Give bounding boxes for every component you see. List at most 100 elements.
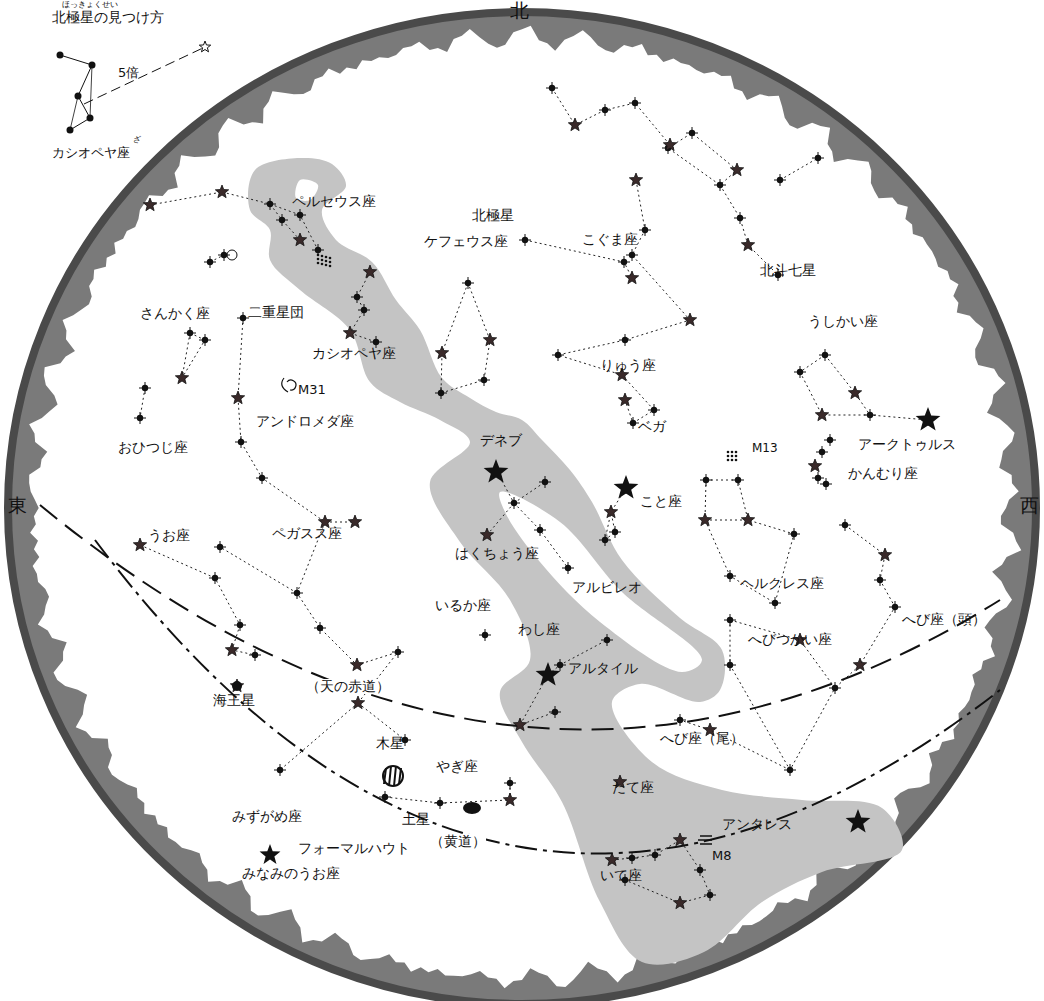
star	[674, 714, 686, 726]
star	[734, 212, 746, 224]
star	[264, 198, 276, 210]
star	[175, 371, 188, 384]
star	[599, 534, 611, 546]
sky-label: カシオペヤ座	[312, 346, 396, 361]
sky-label: アンドロメダ座	[256, 414, 354, 429]
dark-rift	[499, 491, 702, 672]
star	[312, 244, 324, 256]
star	[249, 649, 261, 661]
star	[478, 374, 490, 386]
star	[784, 764, 796, 776]
star	[552, 349, 564, 361]
constellation-line	[552, 88, 670, 145]
constellation-line	[825, 355, 870, 415]
star	[379, 791, 391, 803]
sky-label: 5倍	[118, 66, 139, 80]
star	[816, 446, 828, 458]
sky-label: 北極星の見つけ方	[52, 10, 164, 25]
star	[435, 387, 447, 399]
star	[549, 706, 561, 718]
star	[673, 833, 686, 846]
star	[358, 304, 370, 316]
constellation-line	[720, 185, 778, 275]
sky-label: デネブ	[480, 433, 522, 448]
sky-label: ケフェウス座	[424, 234, 508, 249]
bright-star	[614, 475, 639, 499]
star	[794, 366, 806, 378]
constellation-line	[220, 547, 297, 593]
constellation-line	[358, 652, 398, 703]
star	[601, 634, 613, 646]
star	[724, 659, 736, 671]
star	[599, 104, 611, 116]
star	[698, 513, 711, 526]
star	[769, 597, 781, 609]
constellation-line	[150, 192, 222, 205]
sky-label: はくちょう座	[455, 546, 539, 561]
star	[504, 777, 516, 789]
sky-label: アルタイル	[568, 661, 638, 676]
star	[724, 570, 736, 582]
constellation-line	[705, 480, 748, 520]
star	[562, 562, 574, 574]
star	[625, 271, 638, 284]
galaxy-symbol	[282, 378, 296, 392]
sky-label: みずがめ座	[232, 809, 302, 824]
star	[732, 474, 744, 486]
sky-label: りゅう座	[600, 358, 656, 373]
star	[626, 249, 638, 261]
sky-label: わし座	[518, 622, 560, 637]
sky-label: アルビレオ	[572, 580, 642, 595]
constellation-line	[358, 703, 405, 740]
star	[686, 127, 698, 139]
star	[519, 234, 531, 246]
sky-label: こと座	[640, 494, 682, 509]
star	[314, 622, 326, 634]
bright-star	[536, 662, 561, 686]
sky-label: へび座（尾）	[660, 731, 744, 746]
star	[741, 513, 754, 526]
constellation-line	[270, 204, 318, 250]
star	[392, 646, 404, 658]
star	[673, 896, 686, 909]
star	[215, 185, 228, 198]
constellation-line	[222, 192, 300, 240]
sky-label: おひつじ座	[118, 440, 188, 455]
sky-label: いるか座	[435, 598, 491, 613]
star	[294, 209, 306, 221]
ecliptic	[95, 540, 1000, 854]
star	[808, 459, 821, 472]
star	[434, 797, 446, 809]
sky-label: ざ	[133, 136, 141, 145]
constellation-line	[497, 472, 545, 503]
star	[812, 472, 824, 484]
star	[864, 409, 876, 421]
constellation-line	[800, 355, 928, 420]
star	[609, 526, 621, 538]
star	[199, 334, 211, 346]
sky-label: ペガスス座	[272, 526, 342, 541]
sky-label: ペルセウス座	[292, 194, 376, 209]
sky-label: うしかい座	[808, 314, 878, 329]
sky-label: さんかく座	[140, 306, 210, 321]
celestial-equator	[40, 505, 1000, 729]
star	[235, 436, 247, 448]
star	[363, 265, 376, 278]
constellation-line	[558, 180, 690, 423]
star	[513, 718, 526, 731]
star	[276, 214, 288, 226]
star	[234, 619, 246, 631]
constellation-line	[730, 620, 835, 770]
star	[629, 173, 642, 186]
star	[462, 277, 474, 289]
sky-label: 西	[1020, 495, 1039, 516]
sky-label: 二重星団	[248, 305, 304, 320]
bright-star	[260, 844, 281, 864]
star	[546, 82, 558, 94]
constellation-line	[280, 703, 358, 770]
sky-label: いて座	[600, 868, 642, 883]
sky-label: へび座（頭）	[902, 612, 986, 627]
constellation-line	[297, 522, 398, 665]
